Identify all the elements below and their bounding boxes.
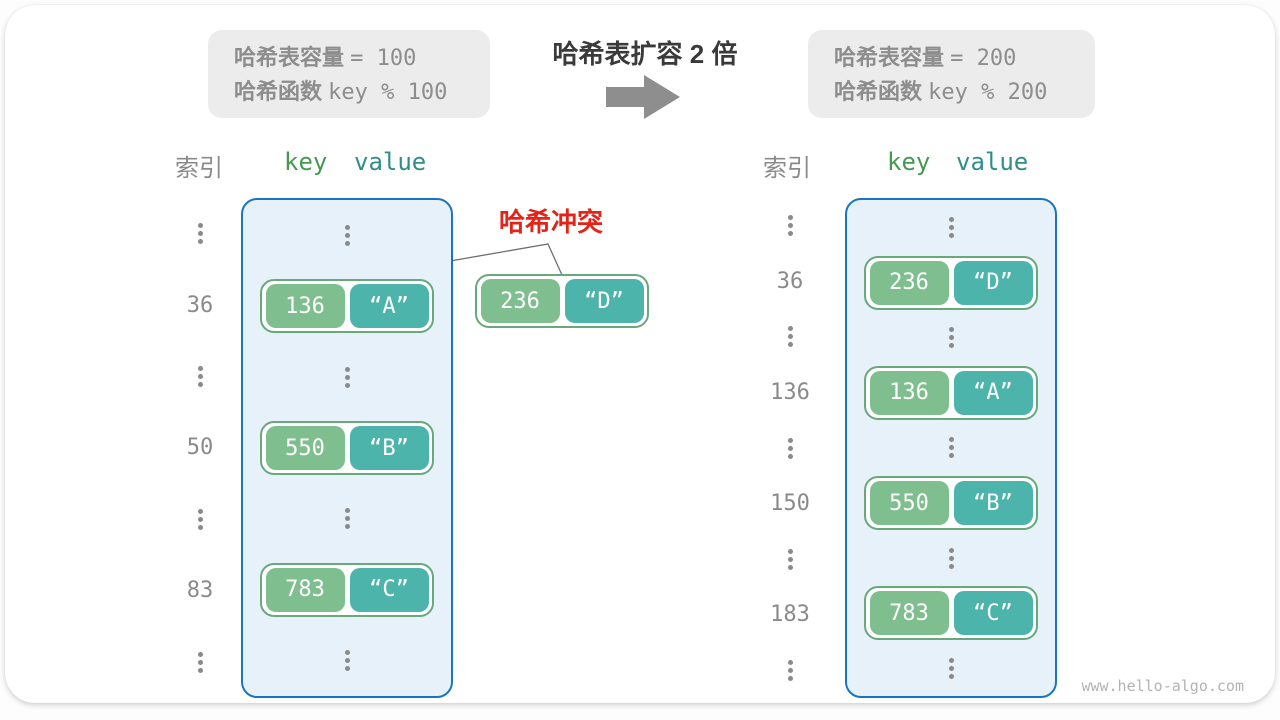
left-capacity-line: 哈希表容量 = 100 [234,41,490,75]
value-box: “C” [953,591,1033,636]
right-capacity-info-box: 哈希表容量 = 200 哈希函数 key % 200 [808,30,1095,118]
right-key-header: key [887,148,931,176]
ellipsis-icon [197,651,203,673]
right-index-column: 36 136 150 183 [762,198,818,698]
ellipsis-icon [787,326,793,348]
index-label: 83 [186,578,214,604]
watermark: www.hello-algo.com [1081,677,1244,695]
key-box: 236 [869,260,949,305]
value-box: “D” [953,260,1033,305]
value-box: “B” [953,481,1033,526]
ellipsis-icon [948,657,954,679]
value-box: “B” [349,426,429,470]
kv-pair: 136 “A” [260,279,434,334]
left-key-header: key [284,148,328,176]
ellipsis-icon [197,223,203,245]
right-arrow-icon [606,75,682,121]
right-capacity-value: = 200 [950,46,1017,71]
ellipsis-icon [344,508,350,530]
right-capacity-line: 哈希表容量 = 200 [834,41,1095,75]
left-hash-fn-label: 哈希函数 [234,79,323,104]
left-hash-table: 136 “A” 550 “B” 783 “C” [241,198,453,698]
kv-pair: 550 “B” [864,476,1038,531]
ellipsis-icon [197,366,203,388]
value-box: “D” [564,279,644,323]
index-label: 136 [770,379,810,405]
collision-label: 哈希冲突 [498,207,604,237]
right-hash-fn-line: 哈希函数 key % 200 [834,75,1095,109]
left-hash-fn-value: key % 100 [328,80,448,105]
left-hash-fn-line: 哈希函数 key % 100 [234,75,490,109]
kv-pair: 783 “C” [260,562,434,617]
left-capacity-value: = 100 [350,46,417,71]
index-label: 36 [776,268,804,294]
ellipsis-icon [948,327,954,349]
left-value-header: value [354,148,427,176]
left-index-header: 索引 [175,155,223,182]
left-capacity-info-box: 哈希表容量 = 100 哈希函数 key % 100 [208,30,490,118]
kv-pair: 783 “C” [864,586,1038,641]
index-label: 50 [186,435,214,461]
key-box: 783 [265,567,345,612]
kv-pair: 550 “B” [260,421,434,475]
key-box: 136 [869,370,949,415]
key-box: 550 [265,426,345,470]
index-label: 36 [186,292,214,318]
right-hash-fn-label: 哈希函数 [834,79,923,104]
key-box: 136 [265,284,345,329]
value-box: “A” [953,370,1033,415]
colliding-kv-pair: 236 “D” [475,274,649,328]
ellipsis-icon [787,659,793,681]
left-capacity-label: 哈希表容量 [234,45,345,70]
kv-pair: 136 “A” [864,365,1038,420]
figure-card [5,5,1275,703]
ellipsis-icon [948,217,954,239]
key-box: 783 [869,591,949,636]
value-box: “C” [349,567,429,612]
ellipsis-icon [787,437,793,459]
ellipsis-icon [787,215,793,237]
right-hash-fn-value: key % 200 [928,80,1048,105]
index-label: 150 [770,491,810,517]
ellipsis-icon [344,224,350,246]
right-capacity-label: 哈希表容量 [834,45,945,70]
key-box: 550 [869,481,949,526]
ellipsis-icon [197,508,203,530]
left-index-column: 36 50 83 [172,198,228,698]
kv-pair: 236 “D” [864,255,1038,310]
index-label: 183 [770,602,810,628]
right-index-header: 索引 [763,155,811,182]
ellipsis-icon [948,547,954,569]
expand-title: 哈希表扩容 2 倍 [552,39,738,69]
right-value-header: value [956,148,1029,176]
key-box: 236 [480,279,560,323]
ellipsis-icon [948,437,954,459]
ellipsis-icon [344,650,350,672]
right-hash-table: 236 “D” 136 “A” 550 “B” 783 “C” [845,198,1057,698]
value-box: “A” [349,284,429,329]
ellipsis-icon [344,366,350,388]
ellipsis-icon [787,548,793,570]
